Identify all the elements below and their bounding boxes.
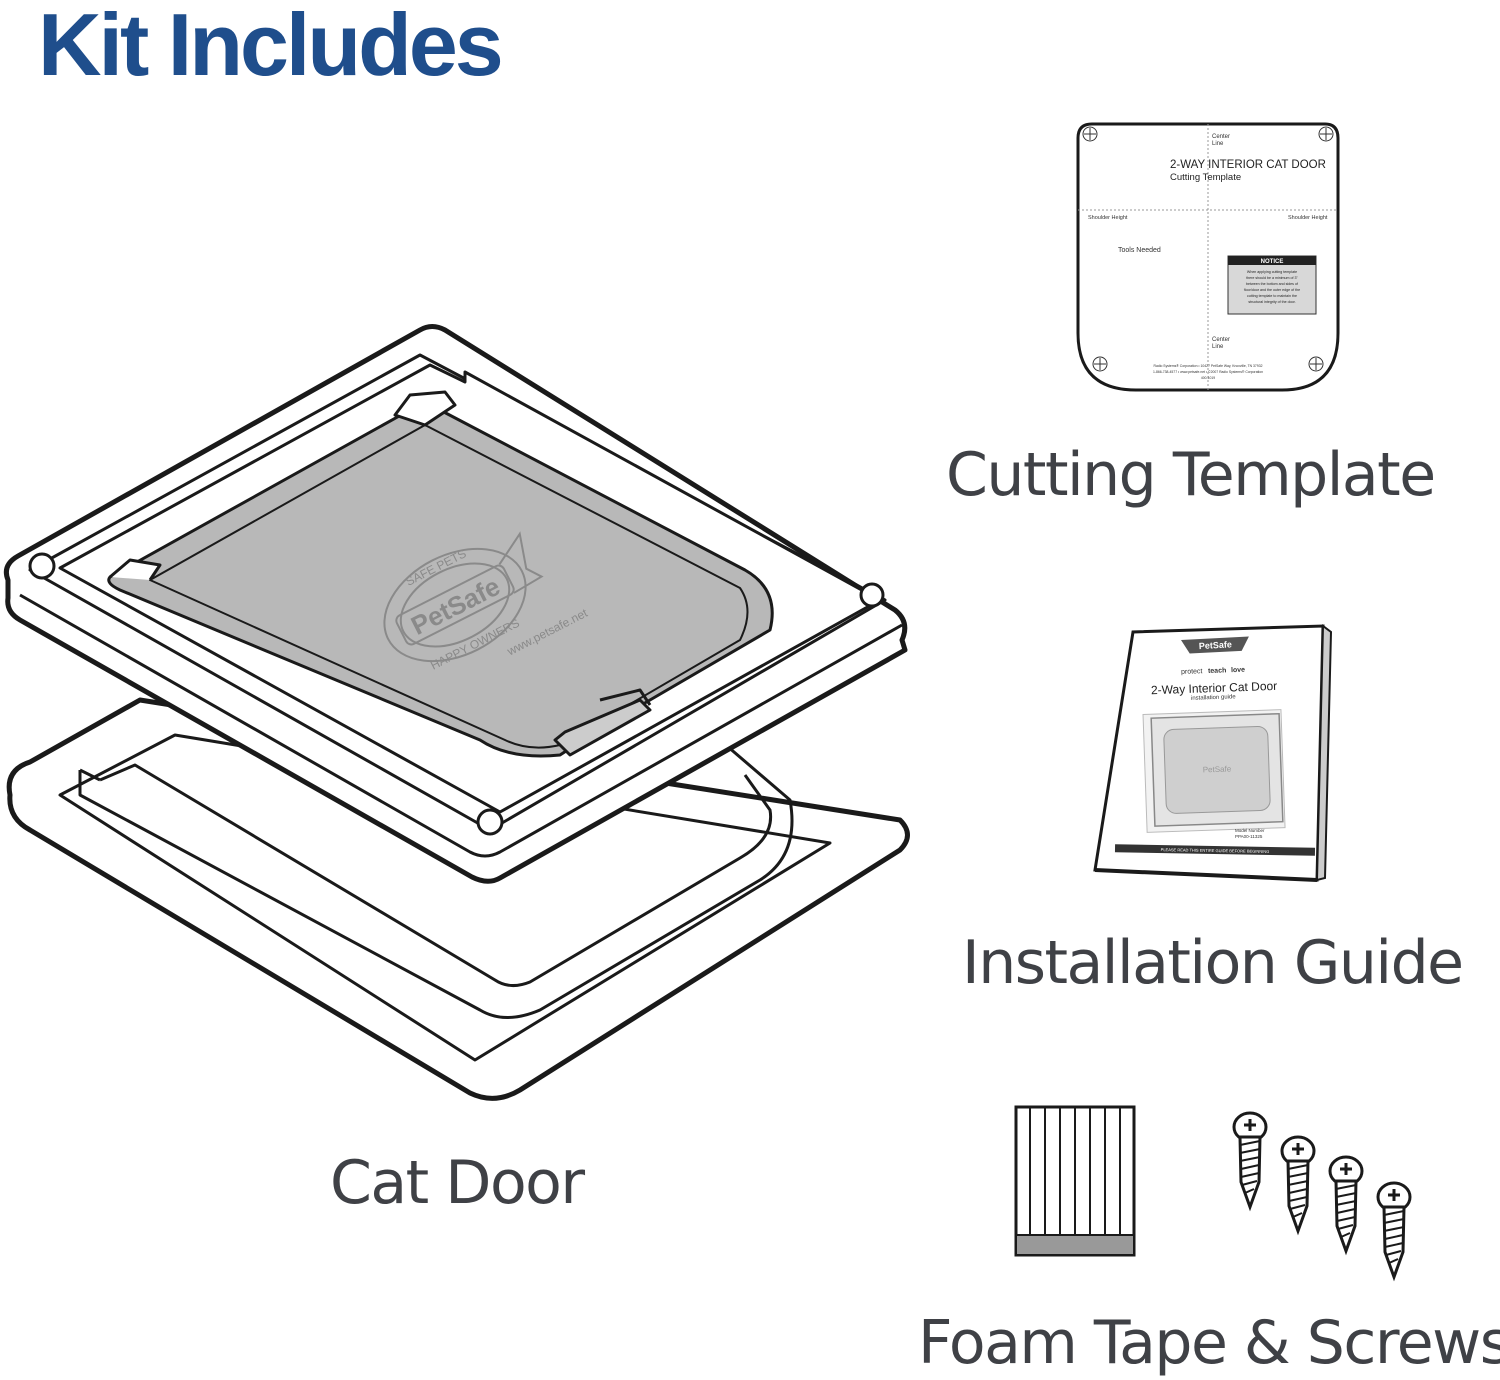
- guide-model-label: Model Number: [1235, 828, 1265, 833]
- template-subtitle: Cutting Template: [1170, 172, 1241, 183]
- installation-guide-illustration: PetSafe protect teach love 2-Way Interio…: [1093, 624, 1333, 882]
- template-footer-line: 1-866-738-4577 • www.petsafe.net • ©2007…: [1153, 370, 1263, 374]
- notice-title: NOTICE: [1261, 259, 1284, 265]
- cat-door-illustration: PetSafe SAFE PETS HAPPY OWNERS www.petsa…: [3, 324, 910, 1101]
- guide-warning: PLEASE READ THIS ENTIRE GUIDE BEFORE BEG…: [1161, 847, 1270, 854]
- foam-tape-illustration: [1014, 1105, 1136, 1257]
- template-shoulder-right: Shoulder Height: [1288, 215, 1328, 221]
- cat-door-label: Cat Door: [330, 1148, 585, 1218]
- screws-illustration: [1232, 1111, 1412, 1279]
- guide-tagline-3: love: [1231, 667, 1245, 674]
- cutting-template-illustration: Center Line 2-WAY INTERIOR CAT DOOR Cutt…: [1076, 122, 1340, 392]
- guide-tagline-2: teach: [1208, 667, 1227, 675]
- guide-tagline-1: protect: [1181, 668, 1203, 676]
- foam-tape-screws-label: Foam Tape & Screws: [918, 1308, 1500, 1378]
- template-footer-line: 400-1019: [1201, 376, 1215, 380]
- guide-brand: PetSafe: [1199, 639, 1233, 651]
- template-centerline-top-2: Line: [1212, 141, 1224, 147]
- notice-line: between the bottom and sides of: [1246, 282, 1298, 286]
- guide-photo-logo: PetSafe: [1203, 764, 1232, 774]
- template-title: 2-WAY INTERIOR CAT DOOR: [1170, 159, 1326, 171]
- template-shoulder-left: Shoulder Height: [1088, 215, 1128, 221]
- guide-title: 2-Way Interior Cat Door: [1151, 679, 1278, 697]
- notice-line: floor/door and the outer edge of the: [1244, 288, 1300, 292]
- notice-line: there should be a minimum of 3": [1246, 276, 1298, 280]
- installation-guide-label: Installation Guide: [962, 928, 1464, 998]
- template-footer-line: Radio Systems® Corporation • 10427 PetSa…: [1154, 364, 1263, 368]
- notice-line: structural integrity of the door.: [1248, 300, 1295, 304]
- notice-line: cutting template to maintain the: [1247, 294, 1297, 298]
- template-centerline-bottom-1: Center: [1212, 337, 1230, 343]
- guide-subtitle: installation guide: [1191, 694, 1237, 702]
- cutting-template-label: Cutting Template: [946, 440, 1436, 510]
- notice-line: When applying cutting template: [1247, 270, 1297, 274]
- template-centerline-bottom-2: Line: [1212, 344, 1224, 350]
- guide-model-number: PPA00-11325: [1235, 834, 1263, 839]
- page-title: Kit Includes: [38, 0, 504, 94]
- template-tools-needed: Tools Needed: [1118, 247, 1161, 254]
- template-centerline-top-1: Center: [1212, 134, 1230, 140]
